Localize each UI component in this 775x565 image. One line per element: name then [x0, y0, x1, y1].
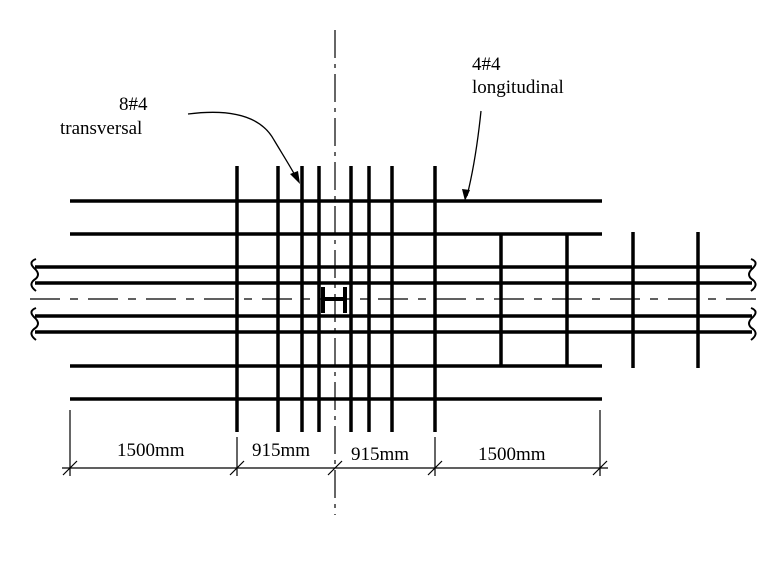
dimension-label-1500-left: 1500mm: [117, 440, 185, 461]
transversal-count-label: 8#4: [119, 94, 148, 115]
longitudinal-arrowhead: [462, 189, 470, 201]
longitudinal-bars: [70, 199, 602, 401]
arrowheads: [290, 171, 470, 201]
transversal-arrowhead: [290, 171, 300, 184]
joint-symbol: [321, 287, 347, 313]
break-symbol-left-bottom: [30, 307, 39, 341]
dimension-line-group: [62, 410, 608, 476]
longitudinal-name-label: longitudinal: [472, 77, 564, 98]
break-symbols: [30, 258, 757, 341]
transversal-leader: [187, 111, 297, 178]
break-symbol-left-top: [30, 258, 39, 292]
leaders: [187, 110, 482, 197]
break-symbol-right-bottom: [748, 307, 757, 341]
transversal-bars: [235, 166, 437, 432]
sleepers: [499, 232, 700, 368]
tick-mark: [229, 460, 245, 476]
dimension-label-915-right: 915mm: [351, 444, 410, 465]
break-symbol-right-top: [748, 258, 757, 292]
dimension-label-1500-right: 1500mm: [478, 444, 546, 465]
tick-mark: [427, 460, 443, 476]
tick-mark: [592, 460, 608, 476]
longitudinal-leader: [466, 110, 482, 197]
dimension-label-915-left: 915mm: [252, 440, 311, 461]
transversal-name-label: transversal: [60, 118, 143, 139]
tick-mark: [62, 460, 78, 476]
longitudinal-count-label: 4#4: [472, 54, 501, 75]
tick-mark: [327, 460, 343, 476]
centerlines: [30, 30, 760, 515]
